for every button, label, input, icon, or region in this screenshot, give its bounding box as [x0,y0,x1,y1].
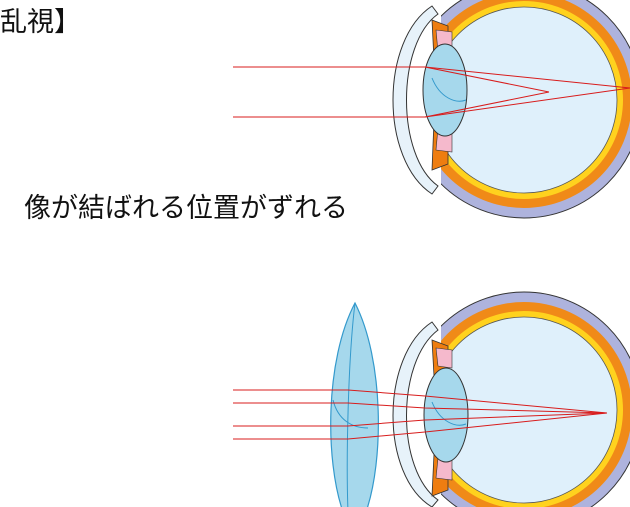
eye-bottom [392,291,630,507]
diagram-caption: 像が結ばれる位置がずれる [24,193,348,224]
ciliary-body-upper [435,347,453,369]
ray [233,412,608,440]
ray [233,402,608,414]
eye-top [233,0,630,230]
corrected-light-rays [233,389,608,440]
corrective-lens [330,301,379,507]
corrective-lens-curve [332,399,369,429]
crystalline-lens [422,43,468,137]
cornea [392,321,439,507]
section-heading: 乱視】 [0,7,81,38]
lens-inner-curve [431,77,467,102]
cornea [392,5,439,195]
light-rays [233,66,630,118]
lens-inner-curve [431,401,467,426]
corrective-lens-body [330,301,379,507]
ray [424,87,630,118]
ray [233,389,608,414]
ray [233,412,608,427]
crystalline-lens [423,367,469,463]
ray [424,66,630,89]
corrective-lens-centerline [346,302,356,507]
